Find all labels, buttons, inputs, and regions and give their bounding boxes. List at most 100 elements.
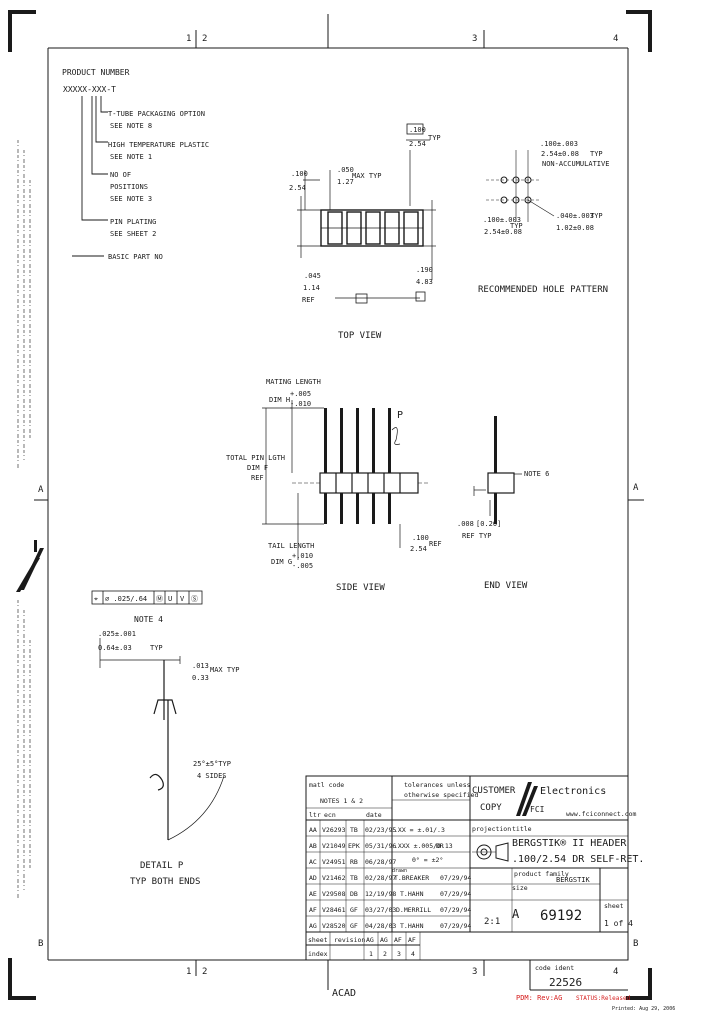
sign-apvd-name: D.MERRILL (396, 906, 431, 914)
tolerance-label-1: tolerances unless (404, 781, 471, 789)
ev-dim-3: REF TYP (462, 532, 492, 540)
sheet-idx-3: 3 (397, 950, 401, 958)
hp-top-3: TYP (590, 150, 603, 158)
side-view-pins (324, 408, 391, 524)
sv-total-2: DIM F (247, 464, 268, 472)
sv-pitch-2: 2.54 (410, 545, 427, 553)
tv-pitch-1: .100 (291, 170, 308, 178)
callout-basic: BASIC PART NO (108, 253, 163, 261)
sv-mating-2: DIM H (269, 396, 290, 404)
corner-marks (8, 10, 652, 1000)
zone-top-1: 1 (186, 34, 191, 44)
tol-angle: 0° = ±2° (412, 856, 443, 864)
logo-text: FCI (530, 805, 545, 814)
company-name: Electronics (540, 786, 606, 797)
sheet-rev-row-index: index (308, 950, 328, 958)
fcf-mod: Ⓜ (156, 595, 163, 603)
sv-tail-3: +.010 (292, 552, 313, 560)
detail-title: DETAIL P (140, 861, 184, 871)
sheet-rev-af-3: AF (394, 936, 402, 944)
customer-label: CUSTOMER (472, 786, 516, 796)
top-view-title: TOP VIEW (338, 331, 382, 341)
callout-tube-1: T-TUBE PACKAGING OPTION (108, 110, 205, 118)
hp-hole-2: 1.02±0.08 (556, 224, 594, 232)
product-number-block: PRODUCT NUMBER XXXXX-XXX-T T-TUBE PACKAG… (62, 68, 209, 261)
hole-pattern: .100±.003 2.54±0.08 TYP NON-ACCUMULATIVE… (478, 140, 609, 295)
rev-ac-ltr: AC (309, 858, 317, 866)
rev-ae-date: 12/19/98 (365, 890, 396, 898)
tolerance-label-2: otherwise specified (404, 791, 478, 799)
sheet-rev-ag-1: AG (366, 936, 374, 944)
detail-ref-p: P (397, 410, 403, 421)
product-number-heading: PRODUCT NUMBER (62, 68, 130, 77)
ev-dim-1: .008 (457, 520, 474, 528)
detail-subtitle: TYP BOTH ENDS (130, 877, 200, 887)
hp-top-1: .100±.003 (540, 140, 578, 148)
scale-value: 2:1 (484, 917, 500, 927)
sign-eng-name: T.HAHN (400, 922, 424, 930)
rev-head-date: date (366, 811, 382, 819)
zone-left-b: B (38, 939, 43, 949)
pdm-rev: PDM: Rev:AG (516, 994, 562, 1002)
drawing-number: 69192 (540, 908, 582, 924)
product-family-value: BERGSTIK (556, 876, 591, 884)
code-ident-label: code ident (535, 964, 574, 972)
fci-logo (516, 782, 538, 816)
sheet-label: sheet (604, 902, 624, 910)
rev-ab-ecn: V21049 (322, 842, 346, 850)
copy-label: COPY (480, 803, 502, 813)
side-view-title: SIDE VIEW (336, 583, 385, 593)
matl-code-value: NOTES 1 & 2 (320, 797, 363, 805)
rev-ag-ltr: AG (309, 922, 317, 930)
tol-dr: DR (436, 842, 444, 850)
tv-square-3: TYP (428, 134, 441, 142)
sv-mating-3: +.005 (290, 390, 311, 398)
tv-pitch-2: 2.54 (289, 184, 306, 192)
zone-left-a: A (38, 485, 44, 495)
tv-width-1: .045 (304, 272, 321, 280)
fcf-datum-u: U (168, 595, 172, 603)
tv-length-2: 4.83 (416, 278, 433, 286)
printed-date: Printed: Aug 29, 2006 (612, 1006, 675, 1012)
rev-head-ltr: ltr (309, 811, 321, 819)
sv-mating-4: -.010 (290, 400, 311, 408)
end-view-note: NOTE 6 (524, 470, 549, 478)
role-drawn: drawn (392, 868, 407, 874)
hp-top-4: NON-ACCUMULATIVE (542, 160, 609, 168)
callout-plating-2: SEE SHEET 2 (110, 230, 156, 238)
detail-dim-a-3: TYP (150, 644, 163, 652)
sv-mating-1: MATING LENGTH (266, 378, 321, 386)
tv-length-1: .190 (416, 266, 433, 274)
fcf-value: ∅ .025/.64 (105, 595, 147, 603)
sign-eng-date: 07/29/94 (440, 922, 471, 930)
rev-ad-ltr: AD (309, 874, 317, 882)
sign-chkd-name: T.HAHN (400, 890, 424, 898)
tolerance-note: NOTE 4 (134, 615, 163, 624)
hp-bot-2: 2.54±0.08 (484, 228, 522, 236)
rev-ab-date: 05/31/96 (365, 842, 396, 850)
rev-aa-date: 02/23/95 (365, 826, 396, 834)
tv-square-2: 2.54 (409, 140, 426, 148)
end-view: NOTE 6 .008 [0.20] REF TYP END VIEW (457, 416, 549, 591)
tv-square-1: .100 (409, 126, 426, 134)
left-margin-legend (17, 140, 31, 900)
callout-tube-2: SEE NOTE 8 (110, 122, 152, 130)
product-number-code: XXXXX-XXX-T (63, 85, 116, 94)
callout-pos-3: SEE NOTE 3 (110, 195, 152, 203)
sheet-rev-row-sheet: sheet (308, 936, 328, 944)
rev-ac-by: RB (350, 858, 358, 866)
rev-ab-by: EPK (348, 842, 360, 850)
callout-plastic-1: HIGH TEMPERATURE PLASTIC (108, 141, 209, 149)
fcf-symbol: ⌖ (94, 595, 98, 603)
detail-angle-2: 4 SIDES (197, 772, 227, 780)
hp-hole-1: .040±.003 (556, 212, 594, 220)
sheet-rev-header: revision (334, 936, 365, 944)
hp-top-2: 2.54±0.08 (541, 150, 579, 158)
zone-right-b: B (633, 939, 638, 949)
detail-angle-1: 25°±5°TYP (193, 760, 231, 768)
matl-code-label: matl code (309, 781, 344, 789)
detail-dim-a-1: .025±.001 (98, 630, 136, 638)
sign-drawn-name: T.BREAKER (394, 874, 429, 882)
size-value: A (512, 907, 520, 921)
